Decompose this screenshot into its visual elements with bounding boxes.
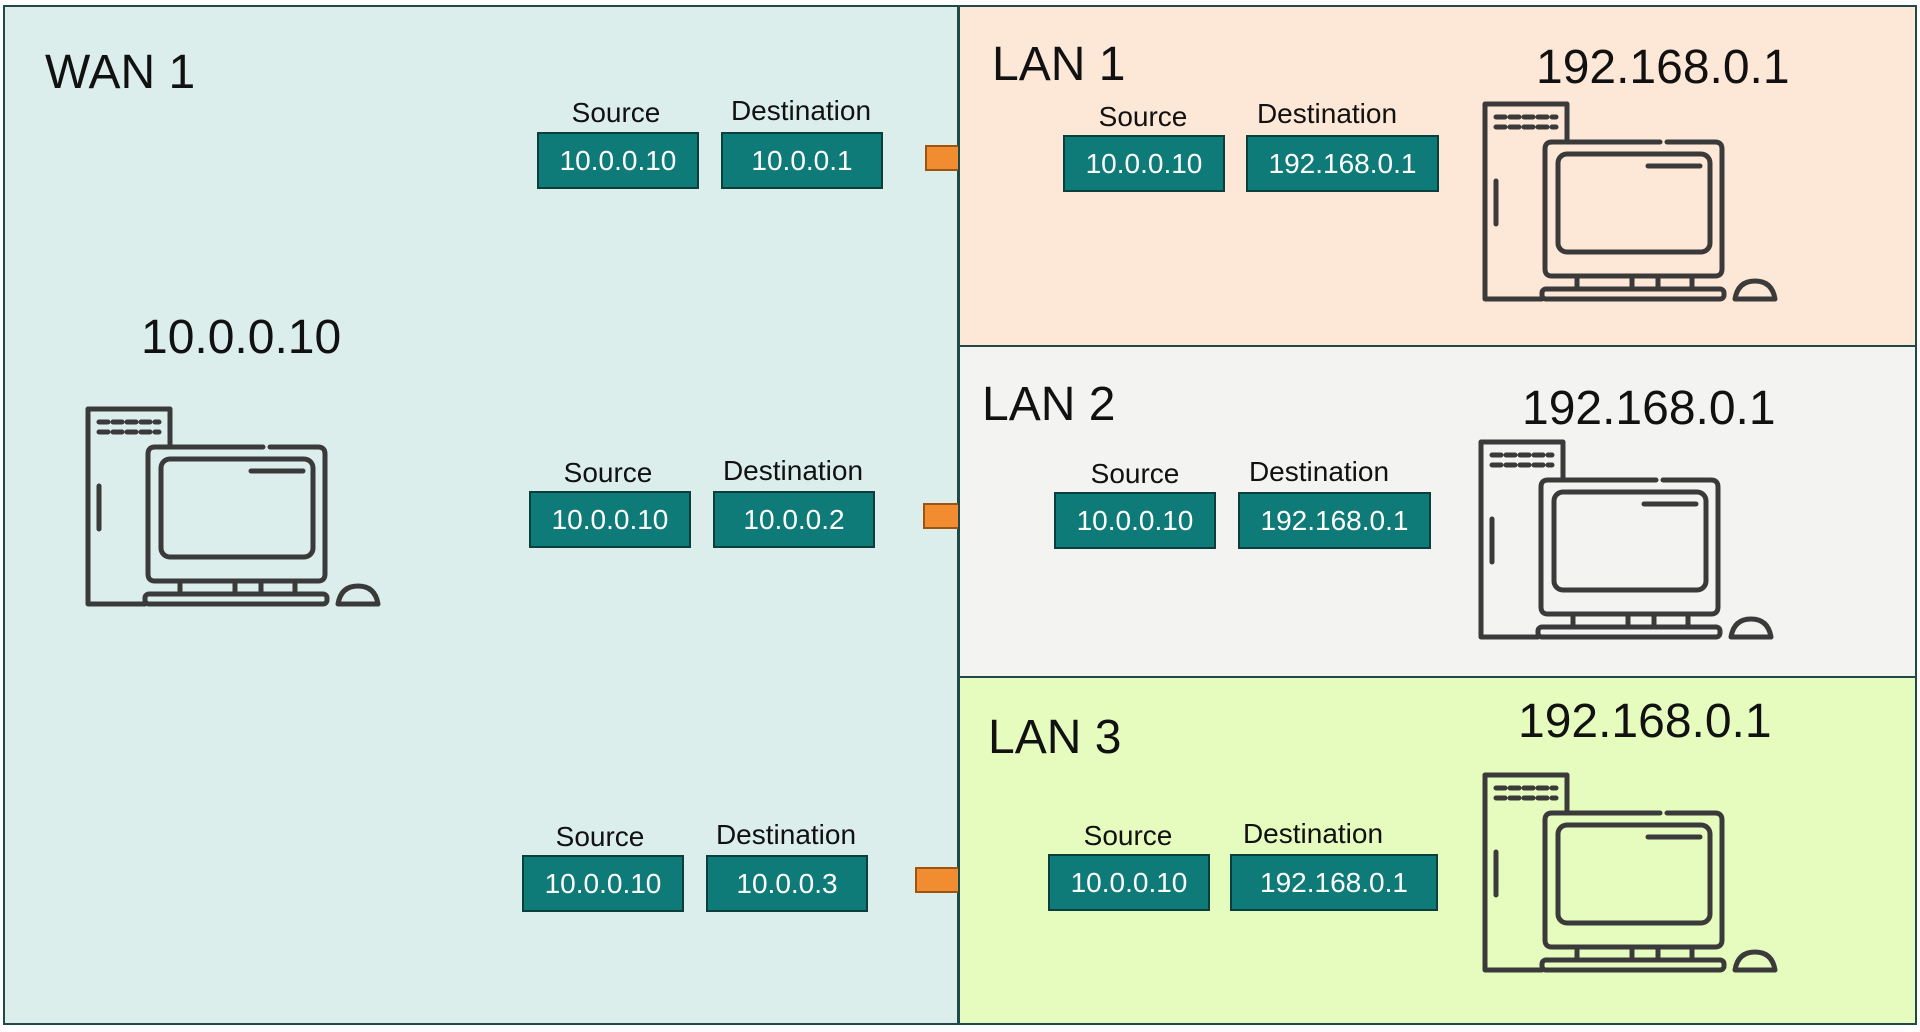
wan-packet-1-destination-label: Destination bbox=[730, 95, 872, 126]
lan-2-source-label: Source bbox=[1090, 458, 1180, 489]
lan-3-host-ip: 192.168.0.1 bbox=[1518, 695, 1772, 748]
wan-zone: WAN 1 10.0.0.10 Source Destination 10.0.… bbox=[3, 5, 959, 1025]
lan-1-source-address: 10.0.0.10 bbox=[1063, 135, 1225, 192]
lan-3-source-label: Source bbox=[1083, 820, 1173, 851]
wan-packet-2-source-address: 10.0.0.10 bbox=[529, 491, 691, 548]
desktop-computer-icon bbox=[1482, 770, 1822, 975]
lan-2-title: LAN 2 bbox=[982, 378, 1116, 431]
lan-1-destination-address: 192.168.0.1 bbox=[1246, 135, 1439, 192]
lan-2-source-address: 10.0.0.10 bbox=[1054, 492, 1216, 549]
lan-1-title: LAN 1 bbox=[992, 38, 1126, 91]
wan-packet-1-source-label: Source bbox=[571, 97, 661, 128]
lan-3-destination-address: 192.168.0.1 bbox=[1230, 854, 1438, 911]
lan-1-zone: LAN 1 192.168.0.1 Source Destination 10.… bbox=[958, 5, 1917, 347]
desktop-computer-icon bbox=[1482, 99, 1822, 304]
wan-packet-2-destination-address: 10.0.0.2 bbox=[713, 491, 875, 548]
lan-3-title: LAN 3 bbox=[988, 711, 1122, 764]
desktop-computer-icon bbox=[1478, 437, 1818, 642]
lan-3-source-address: 10.0.0.10 bbox=[1048, 854, 1210, 911]
wan-packet-2-destination-label: Destination bbox=[722, 455, 864, 486]
lan-1-host-ip: 192.168.0.1 bbox=[1536, 41, 1790, 94]
lan-2-host-ip: 192.168.0.1 bbox=[1522, 382, 1776, 435]
wan-packet-1-source-address: 10.0.0.10 bbox=[537, 132, 699, 189]
wan-packet-1-destination-address: 10.0.0.1 bbox=[721, 132, 883, 189]
desktop-computer-icon bbox=[85, 404, 425, 609]
lan-1-destination-label: Destination bbox=[1256, 98, 1398, 129]
lan-3-zone: LAN 3 192.168.0.1 Source Destination 10.… bbox=[958, 676, 1917, 1025]
lan-2-destination-address: 192.168.0.1 bbox=[1238, 492, 1431, 549]
lan-2-destination-label: Destination bbox=[1248, 456, 1390, 487]
wan-packet-3-destination-label: Destination bbox=[715, 819, 857, 850]
wan-packet-2-source-label: Source bbox=[563, 457, 653, 488]
wan-packet-3-source-label: Source bbox=[555, 821, 645, 852]
wan-packet-3-source-address: 10.0.0.10 bbox=[522, 855, 684, 912]
wan-title: WAN 1 bbox=[45, 46, 196, 99]
lan-2-zone: LAN 2 192.168.0.1 Source Destination 10.… bbox=[958, 345, 1917, 678]
wan-packet-3-destination-address: 10.0.0.3 bbox=[706, 855, 868, 912]
lan-3-destination-label: Destination bbox=[1242, 818, 1384, 849]
lan-1-source-label: Source bbox=[1098, 101, 1188, 132]
wan-host-ip: 10.0.0.10 bbox=[141, 311, 342, 364]
